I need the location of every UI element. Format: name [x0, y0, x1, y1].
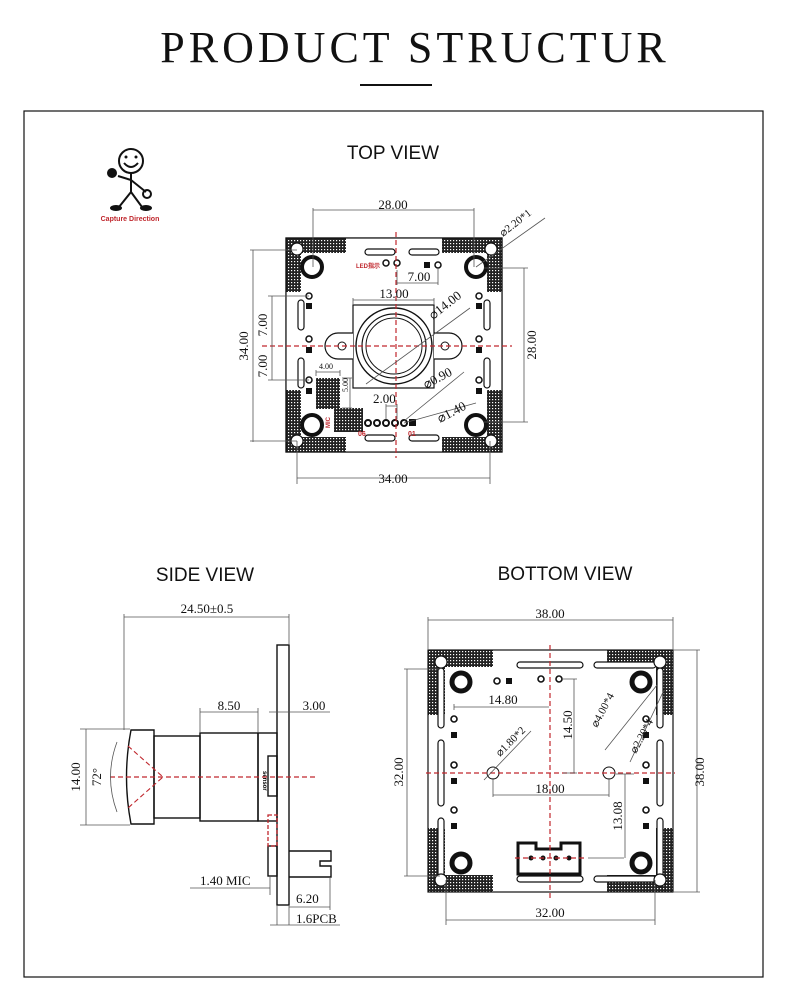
dim-mic-width: 4.00	[319, 362, 333, 371]
top-view-heading: TOP VIEW	[347, 143, 439, 164]
dim-left-height: 34.00	[236, 331, 251, 360]
mic-outline	[267, 814, 278, 847]
dim-lens-width: 13.00	[379, 286, 408, 301]
side-view-heading: SIDE VIEW	[156, 565, 254, 586]
pin-01-label: 01	[408, 431, 416, 438]
dim-holder: 8.50	[218, 698, 241, 713]
dim-pitch-lower: 7.00	[255, 355, 270, 378]
dim-bottom-width: 34.00	[378, 471, 407, 486]
drawing-frame	[23, 110, 764, 978]
dim-pitch-upper: 7.00	[255, 314, 270, 337]
dim-hole-diameter: ⌀2.20*1	[497, 207, 533, 239]
dim-offset-x: 14.80	[488, 692, 517, 707]
dim-led-offset: 7.00	[408, 269, 431, 284]
dim-mic: 1.40 MIC	[200, 873, 251, 888]
dim-bottom-bottom-width: 32.00	[535, 905, 564, 920]
led-indicator-label: LED指示	[356, 262, 380, 270]
dim-height: 14.00	[68, 762, 83, 791]
dim-view-angle: 72°	[89, 768, 104, 786]
dim-sensor-gap: 3.00	[303, 698, 326, 713]
page-title: PRODUCT STRUCTUR	[160, 23, 669, 72]
top-view-board	[285, 237, 503, 453]
capture-direction-mascot-icon	[107, 148, 152, 211]
dim-connector-offset: 13.08	[610, 801, 625, 830]
mascot-caption: Capture Direction	[101, 216, 160, 223]
dim-total-length: 24.50±0.5	[181, 601, 234, 616]
dim-bottom-left-height: 32.00	[391, 757, 406, 786]
dim-top-width: 28.00	[378, 197, 407, 212]
dim-bottom-right-height: 38.00	[692, 757, 707, 786]
mic-pad	[316, 378, 340, 409]
dim-right-height: 28.00	[524, 330, 539, 359]
dim-pcb: 1.6PCB	[296, 911, 337, 926]
dim-connector: 6.20	[296, 891, 319, 906]
dim-offset-y: 14.50	[560, 710, 575, 739]
mic-label: MIC	[326, 416, 332, 428]
bottom-view-heading: BOTTOM VIEW	[498, 564, 633, 585]
pin-06-label: 06	[358, 431, 366, 438]
dim-hole-span: 18.00	[535, 781, 564, 796]
dim-mic-height: 5.00	[341, 378, 350, 392]
side-view-module	[125, 644, 332, 906]
dim-bottom-top-width: 38.00	[535, 606, 564, 621]
sensor-label: sensor	[261, 771, 267, 791]
dim-pin-pitch: 2.00	[373, 391, 396, 406]
